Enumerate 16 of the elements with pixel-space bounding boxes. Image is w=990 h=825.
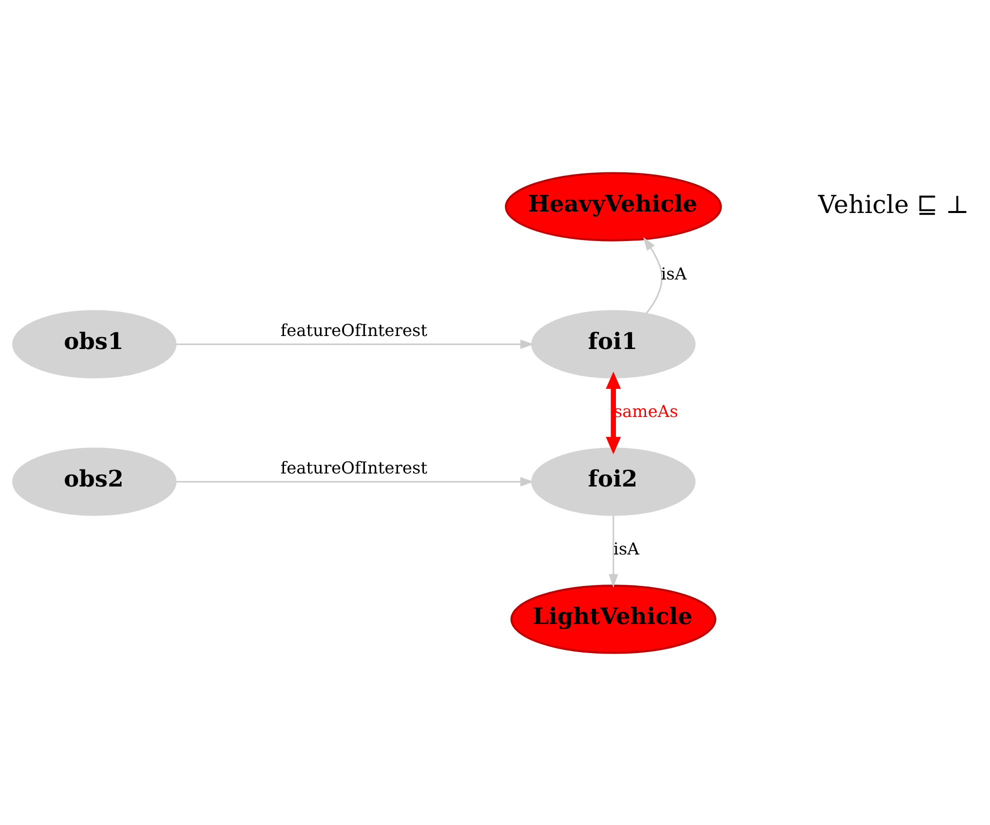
arrow bbox=[176, 476, 534, 486]
node-ellipse: obs1 bbox=[12, 310, 177, 378]
arrow bbox=[643, 236, 663, 314]
arrow bbox=[608, 515, 618, 588]
label: Vehicle ⊑ ⊥ bbox=[818, 190, 969, 219]
node-ellipse: obs2 bbox=[12, 447, 177, 516]
arrow bbox=[606, 371, 621, 454]
edge-label: isA bbox=[661, 264, 687, 283]
node-ellipse: foi1 bbox=[531, 310, 696, 378]
node-ellipse: foi2 bbox=[531, 447, 696, 516]
edge-label: featureOfInterest bbox=[280, 320, 428, 340]
node-ellipse: HeavyVehicle bbox=[504, 172, 722, 241]
edge-label: featureOfInterest bbox=[280, 458, 428, 477]
arrow bbox=[176, 339, 534, 348]
node-ellipse: LightVehicle bbox=[510, 584, 716, 654]
edge-label: isA bbox=[613, 538, 640, 558]
